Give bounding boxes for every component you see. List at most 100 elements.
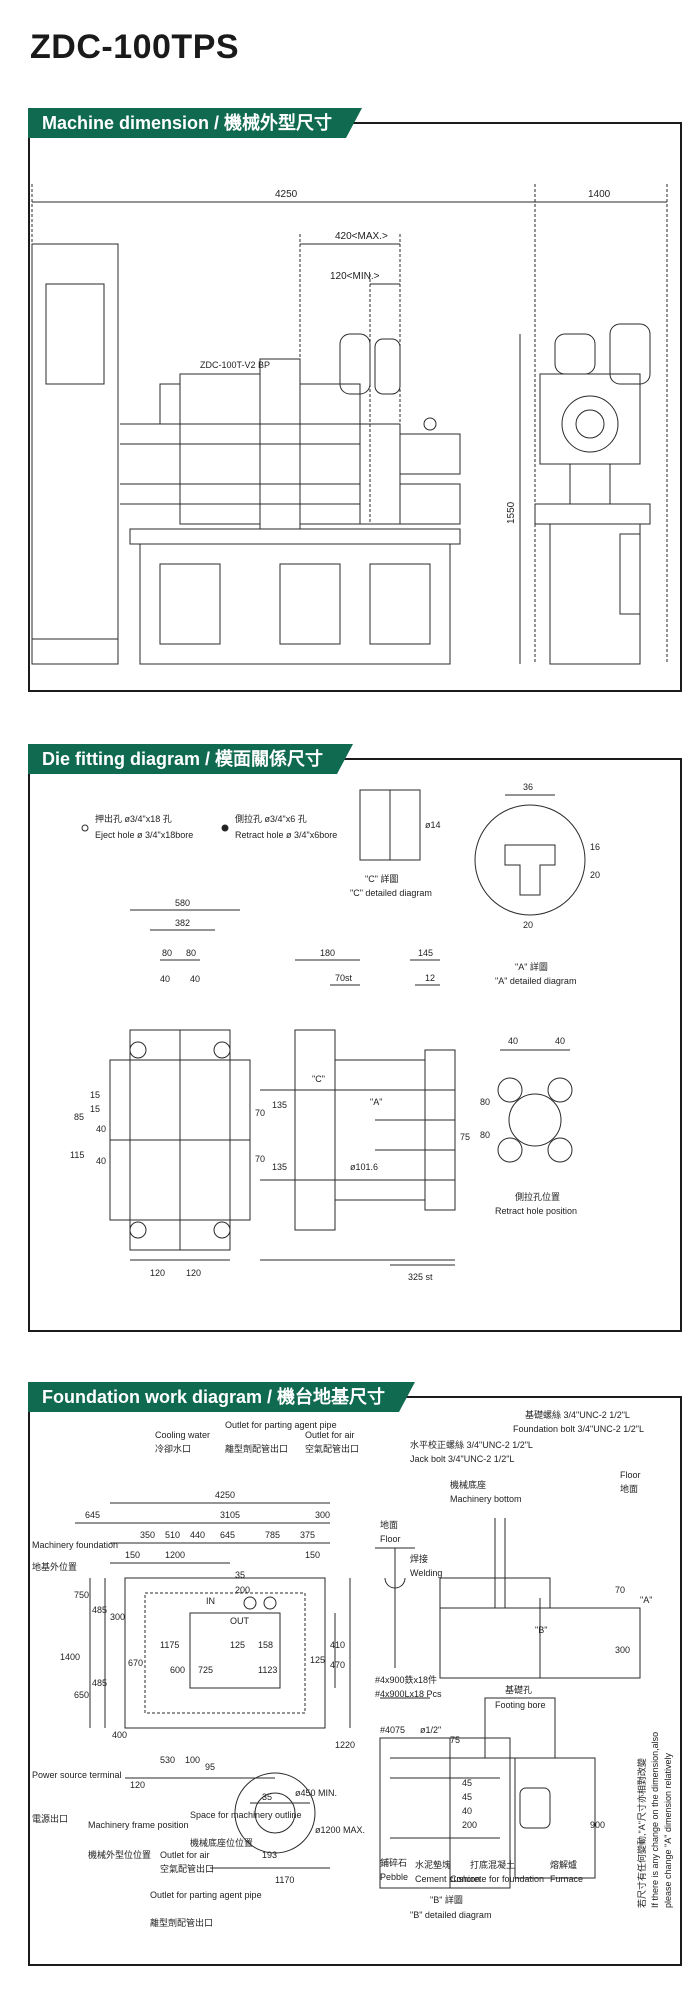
f-100: 100 [185,1755,200,1765]
machine-dimension-panel: 4250 1400 420<MAX.> 120<MIN.> 1550 ZDC-1… [28,108,682,692]
c-detail-dim: ø14 [425,820,441,830]
b-4075: #4075 [380,1725,405,1735]
dim-width: 1400 [588,189,611,200]
a-detail-h2: 20 [590,870,600,880]
f-670: 670 [128,1658,143,1668]
f-1175: 1175 [160,1640,179,1650]
weld-floor-en: Floor [380,1534,401,1544]
b-75: 75 [450,1735,460,1745]
bolt-b: "B" [535,1625,547,1635]
note-cn: 若尺寸有任何變動,"A"尺寸亦相對改變 [636,1758,647,1908]
platen-15b: 15 [90,1104,100,1114]
f-485: 485 [92,1605,107,1615]
platen-120b: 120 [186,1268,201,1278]
f-750: 750 [74,1590,89,1600]
f-35: 35 [235,1570,245,1580]
platen-40a: 40 [160,974,170,984]
dim-length: 4250 [275,189,298,200]
b-12: ø1/2" [420,1725,441,1735]
weld-pcs-cn: #4x900鉄x18件 [375,1674,437,1685]
f-1200: 1200 [165,1550,185,1560]
a-detail-cn: "A" 詳圖 [515,961,548,972]
f-375: 375 [300,1530,315,1540]
floor-en: Floor [620,1470,641,1480]
f-440: 440 [190,1530,205,1540]
eject-hole-en: Eject hole ø 3/4"x18bore [95,830,193,840]
air-en: Outlet for air [305,1430,355,1440]
platen-70a: 70 [255,1108,265,1118]
f-645: 645 [85,1510,100,1520]
f-125b: 125 [310,1655,325,1665]
found-bolt-en: Foundation bolt 3/4"UNC-2 1/2"L [513,1424,644,1434]
f-150: 150 [125,1550,140,1560]
f-1220: 1220 [335,1740,355,1750]
jack-bolt-cn: 水平校正螺絲 3/4"UNC-2 1/2"L [410,1439,533,1450]
parting-en: Outlet for parting agent pipe [225,1420,337,1430]
platen-80a: 80 [162,948,172,958]
f-530: 530 [160,1755,175,1765]
b-detail-en: "B" detailed diagram [410,1910,491,1920]
frame-en: Machinery frame position [88,1820,189,1830]
a-detail-en: "A" detailed diagram [495,976,576,986]
f-35b: 35 [262,1792,272,1802]
b-200: 200 [462,1820,477,1830]
bolt-a: "A" [640,1595,652,1605]
outline-cn: 機械底座位位置 [190,1837,253,1848]
note-en-1: If there is any change on the dimension,… [650,1732,660,1908]
f-600: 600 [170,1665,185,1675]
f-350: 350 [140,1530,155,1540]
f-150b: 150 [305,1550,320,1560]
dim-height: 1550 [506,501,517,524]
f-645b: 645 [220,1530,235,1540]
conc-en: Concrete for foundation [450,1874,544,1884]
b-detail-cn: "B" 詳圖 [430,1894,463,1905]
die-fitting-heading: Die fitting diagram / 模面關係尺寸 [28,744,354,774]
f-min: ø450 MIN. [295,1788,337,1798]
pebble-cn: 鋪碎石 [380,1857,407,1868]
air2-en: Outlet for air [160,1850,210,1860]
mach-found-en: Machinery foundation [32,1540,118,1550]
f-510: 510 [165,1530,180,1540]
f-158: 158 [258,1640,273,1650]
f-300b: 300 [110,1612,125,1622]
bottom-en: Machinery bottom [450,1494,522,1504]
f-1170: 1170 [275,1875,294,1885]
platen-40b-left: 40 [96,1156,106,1166]
air2-cn: 空氣配管出口 [160,1863,214,1874]
retract-pos-cn: 側拉孔位置 [515,1191,560,1202]
f-1400: 1400 [60,1652,80,1662]
f-470: 470 [330,1660,345,1670]
platen-115: 115 [70,1150,84,1160]
side-101: ø101.6 [350,1162,378,1172]
power-en: Power source terminal [32,1770,122,1780]
a-detail-b: 20 [523,920,533,930]
out-label: OUT [230,1616,250,1626]
f-300: 300 [315,1510,330,1520]
side-a: "A" [370,1097,382,1107]
weld-pcs-en: #4x900Lx18 Pcs [375,1689,442,1699]
platen-135a: 135 [272,1100,287,1110]
dim-max: 420<MAX.> [335,231,388,242]
platen-15a: 15 [90,1090,100,1100]
conc-cn: 打底混凝土 [470,1859,515,1870]
weld-en: Welding [410,1568,442,1578]
platen-85: 85 [74,1112,84,1122]
c-detail-en: "C" detailed diagram [350,888,432,898]
parting2-en: Outlet for parting agent pipe [150,1890,262,1900]
f-400: 400 [112,1730,127,1740]
eject-hole-cn: 押出孔 ø3/4"x18 孔 [95,813,172,824]
retract-pos-w2: 40 [555,1036,565,1046]
cement-en: Cement cushion [415,1874,480,1884]
retract-pos-en: Retract hole position [495,1206,577,1216]
furnace-cn: 熔解爐 [550,1859,577,1870]
weld-floor-cn: 地面 [380,1519,398,1530]
foundation-drawing: Cooling water 冷卻水口 Outlet for parting ag… [32,1409,673,1928]
f-1123: 1123 [258,1665,277,1675]
floor-cn: 地面 [620,1483,638,1494]
pebble-en: Pebble [380,1872,408,1882]
die-fitting-drawing: 押出孔 ø3/4"x18 孔 Eject hole ø 3/4"x18bore … [70,782,600,1282]
side-180: 180 [320,948,335,958]
platen-70b: 70 [255,1154,265,1164]
retract-hole-en: Retract hole ø 3/4"x6bore [235,830,337,840]
f-200: 200 [235,1585,250,1595]
